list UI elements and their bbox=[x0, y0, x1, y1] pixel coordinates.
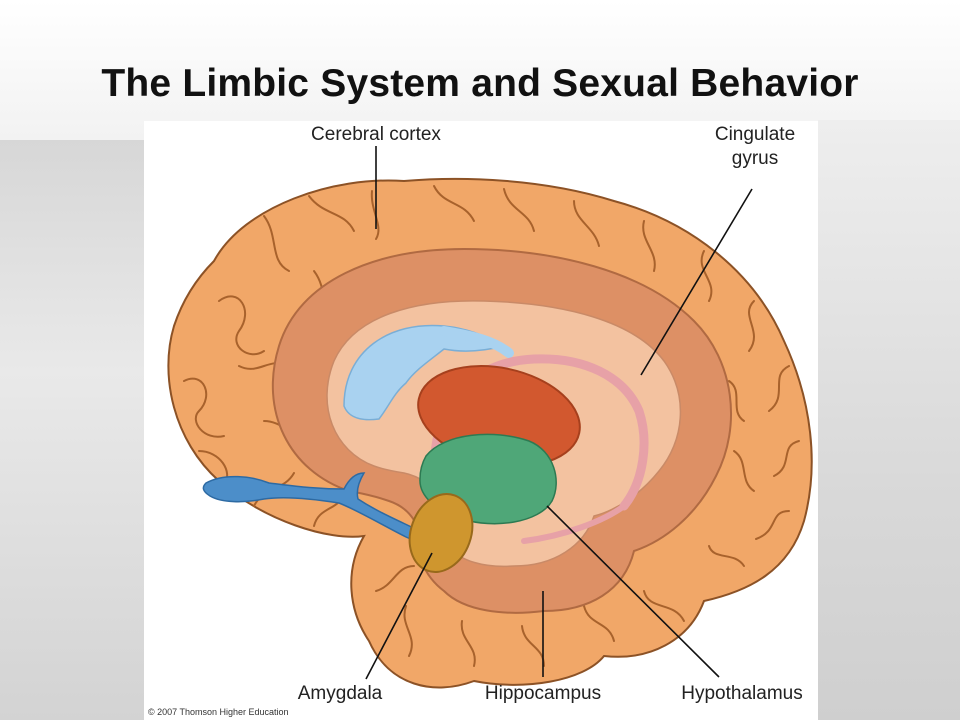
leader-hypothalamus bbox=[546, 505, 720, 678]
cortex-gyri bbox=[183, 185, 800, 667]
slide-title: The Limbic System and Sexual Behavior bbox=[101, 62, 859, 105]
leader-cingulate bbox=[640, 188, 753, 376]
slide-background-left bbox=[0, 140, 150, 720]
label-hypothalamus: Hypothalamus bbox=[681, 683, 802, 704]
label-amygdala: Amygdala bbox=[298, 683, 383, 704]
slide-background-right bbox=[818, 120, 960, 720]
label-cingulate-line2: gyrus bbox=[732, 148, 778, 169]
ventricle-branch bbox=[439, 326, 514, 358]
lateral-ventricle bbox=[343, 324, 507, 421]
leader-lines bbox=[365, 146, 753, 680]
copyright-credit: © 2007 Thomson Higher Education bbox=[148, 707, 289, 717]
label-cingulate-line1: Cingulate bbox=[715, 124, 795, 145]
label-hippocampus: Hippocampus bbox=[485, 683, 601, 704]
leader-amygdala bbox=[365, 552, 433, 680]
slide-background-top bbox=[0, 0, 960, 140]
fornix-tail bbox=[521, 503, 627, 544]
amygdala bbox=[408, 493, 474, 573]
label-cerebral-cortex: Cerebral cortex bbox=[311, 124, 441, 145]
limbic-system-diagram: Cerebral cortex Cingulate gyrus Amygdala… bbox=[148, 124, 813, 717]
brain-figure: Cerebral cortex Cingulate gyrus Amygdala… bbox=[144, 121, 818, 720]
